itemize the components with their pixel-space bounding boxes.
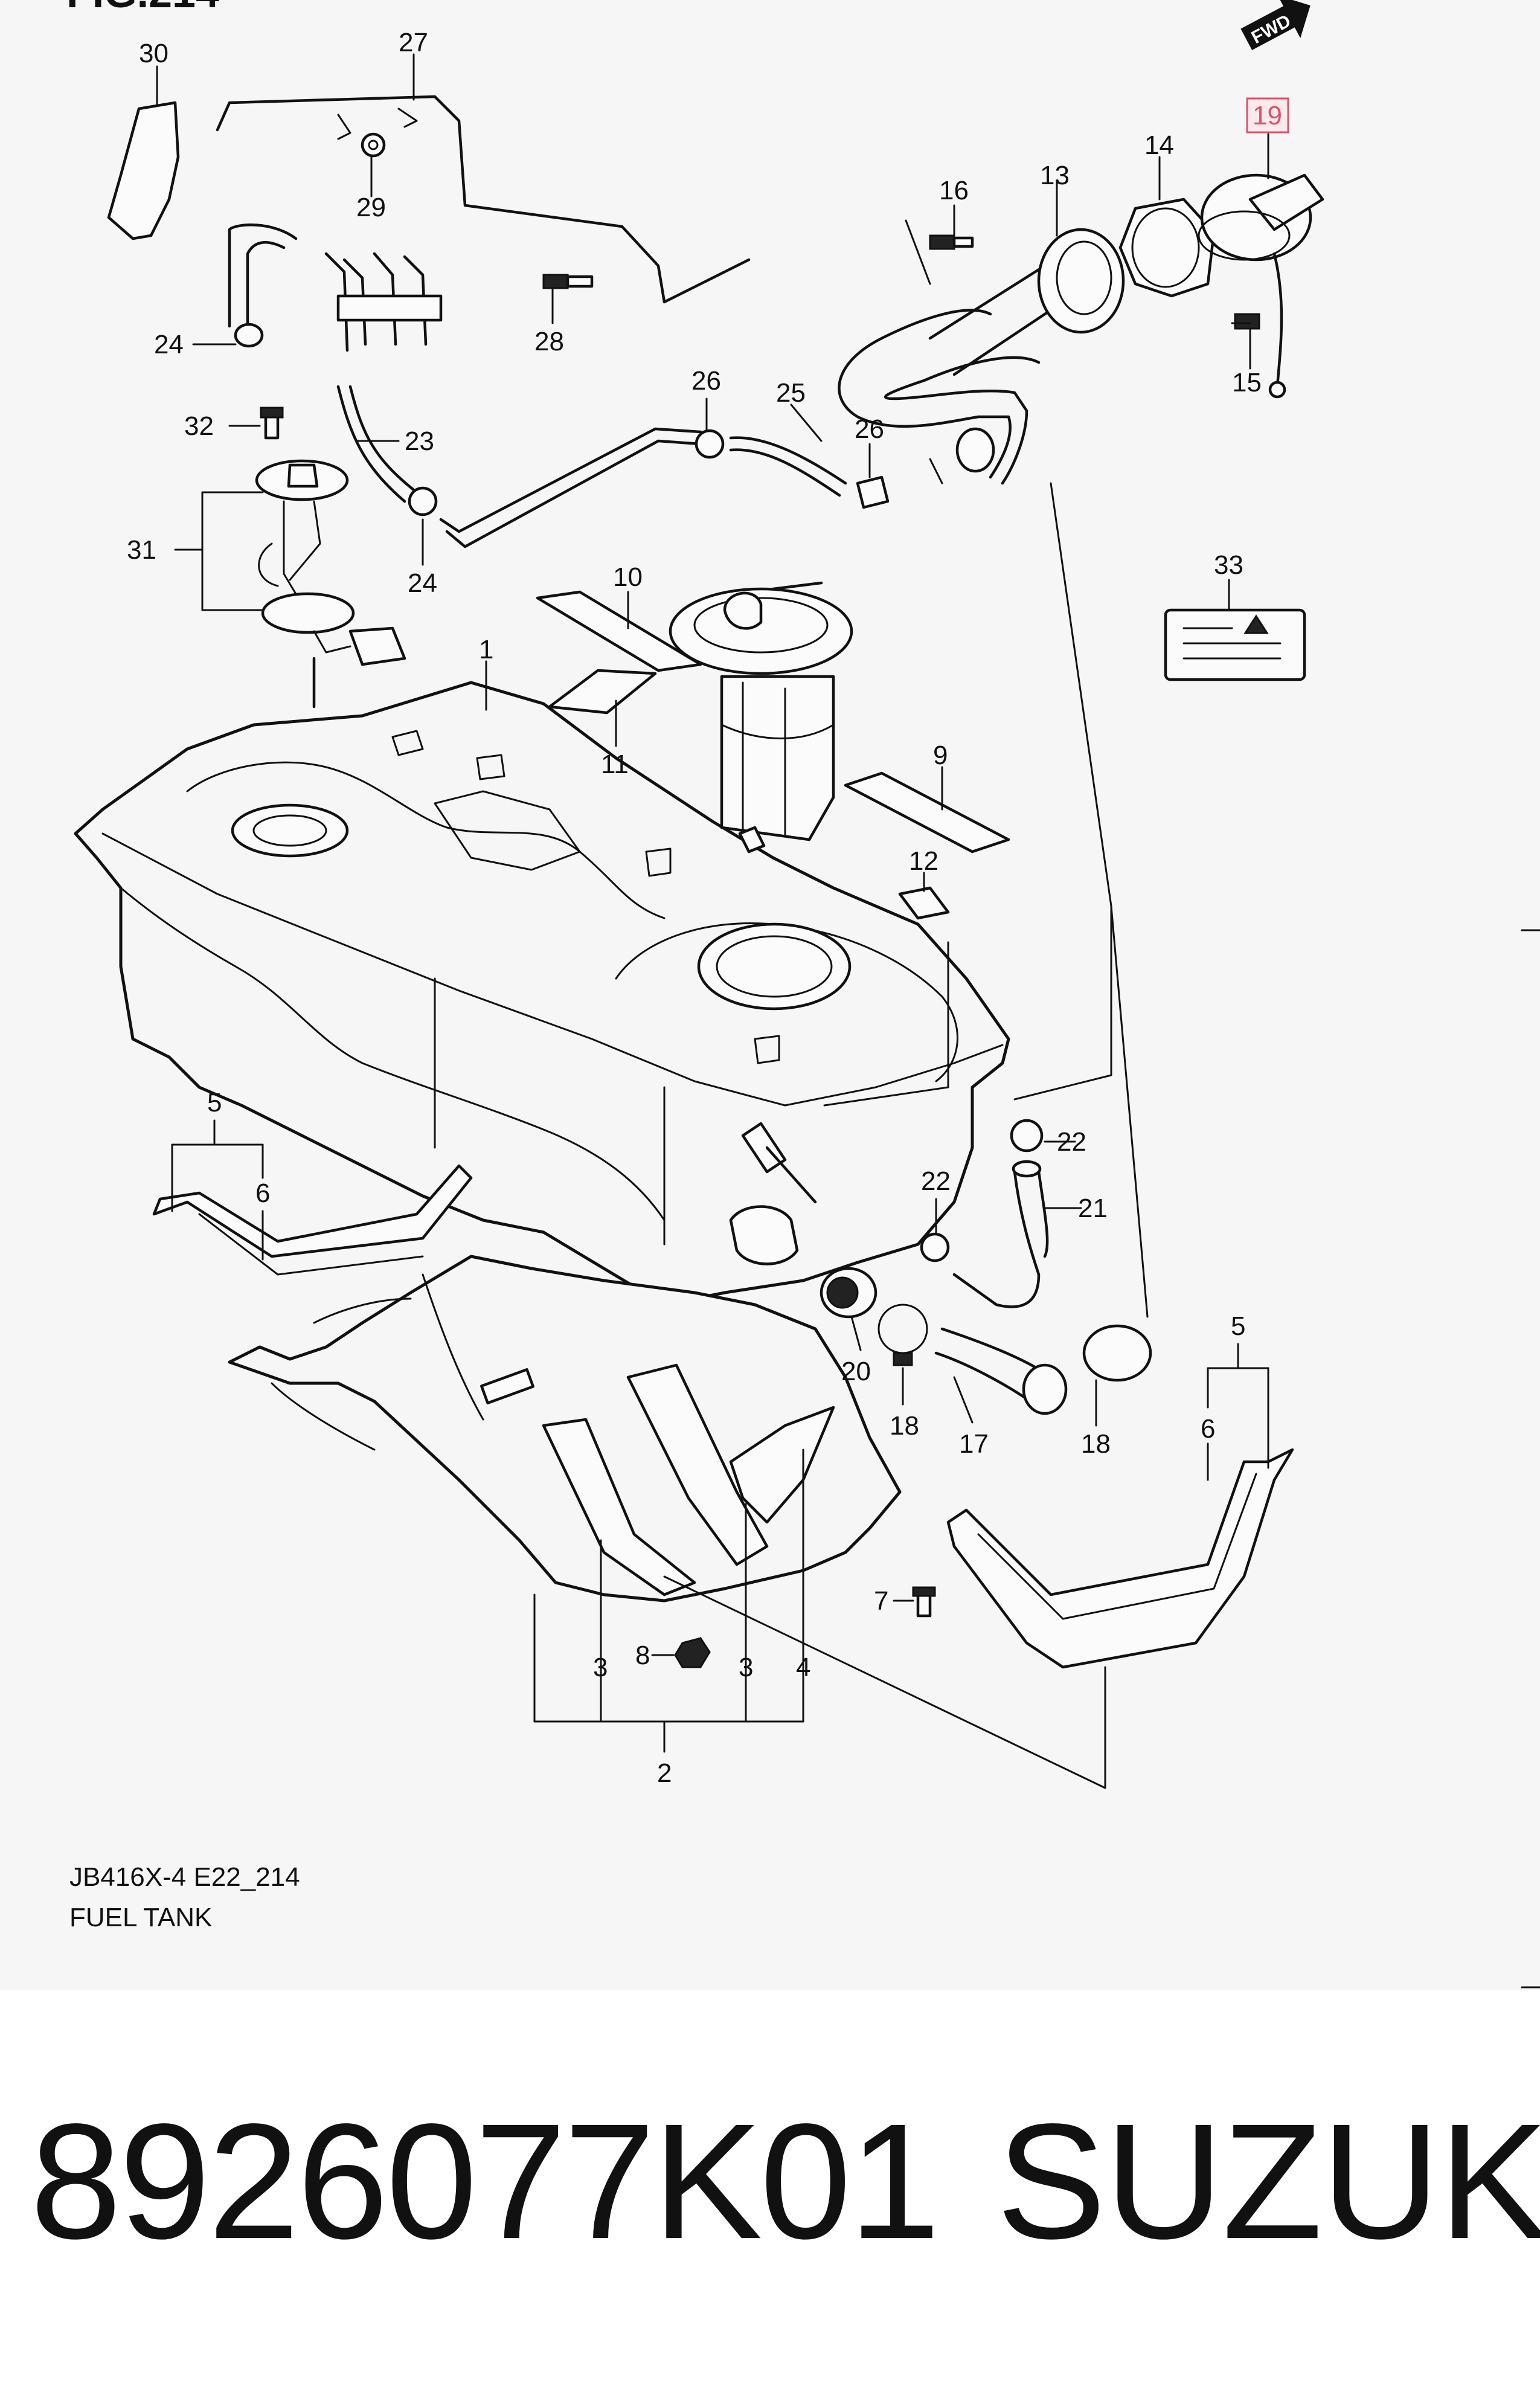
callout-31: 31 — [127, 535, 156, 565]
highlight-box-19 — [1246, 97, 1289, 133]
callout-8: 8 — [635, 1641, 650, 1670]
leader-lines — [156, 53, 1269, 1789]
callout-13: 13 — [1040, 161, 1070, 190]
bolt-7 — [912, 1586, 936, 1618]
evap-pipe-27 — [216, 95, 751, 304]
callout-4: 4 — [796, 1653, 810, 1682]
tank-protector-2 — [228, 1255, 902, 1603]
hose-24-upper — [228, 223, 298, 328]
callout-labels: 30 27 29 28 24 32 23 24 31 26 25 26 10 1… — [127, 28, 1289, 1788]
brand-name: SUZUKI — [996, 2089, 1540, 2273]
callout-24-upper: 24 — [154, 330, 184, 359]
bolt-32 — [260, 407, 284, 440]
callout-5-right: 5 — [1231, 1311, 1245, 1341]
callout-9: 9 — [933, 741, 948, 770]
clamp-22 — [920, 1119, 1044, 1262]
part-number: 8926077K01 — [30, 2089, 940, 2273]
callout-18-right: 18 — [1081, 1429, 1111, 1459]
pad-12 — [898, 886, 950, 920]
fuel-pump-assembly — [669, 581, 853, 854]
callout-1: 1 — [479, 635, 493, 664]
nut-29 — [361, 132, 386, 158]
callout-12: 12 — [909, 846, 938, 876]
pad-10 — [536, 590, 702, 672]
caution-label-33 — [1164, 608, 1306, 681]
callout-19: 19 — [1253, 101, 1282, 130]
hose-21 — [952, 1170, 1049, 1308]
callout-22-lower: 22 — [921, 1166, 951, 1196]
callout-22-upper: 22 — [1057, 1127, 1086, 1157]
heat-shield-30 — [107, 101, 180, 240]
tank-strap-left — [152, 1164, 473, 1276]
callout-32: 32 — [184, 411, 214, 441]
screw-15 — [1234, 313, 1260, 330]
callout-10: 10 — [613, 562, 643, 592]
callout-6-right: 6 — [1201, 1414, 1215, 1444]
callout-29: 29 — [356, 193, 386, 222]
callout-16: 16 — [939, 176, 969, 205]
callout-17: 17 — [959, 1429, 989, 1459]
tank-strap-right — [946, 1448, 1294, 1669]
callout-11: 11 — [601, 750, 629, 779]
callout-23: 23 — [405, 426, 434, 456]
callout-21: 21 — [1078, 1194, 1108, 1223]
hose-25 — [729, 436, 847, 497]
callout-3-right: 3 — [739, 1653, 753, 1682]
screw-16 — [929, 234, 974, 250]
pad-9 — [844, 771, 1010, 854]
pad-11 — [548, 669, 657, 715]
callout-33: 33 — [1214, 550, 1243, 580]
callout-2: 2 — [657, 1758, 672, 1788]
screw-28 — [542, 274, 594, 289]
filler-ring-14 — [1118, 198, 1216, 298]
fwd-arrow-icon: FWD — [1240, 0, 1311, 50]
callout-15: 15 — [1232, 368, 1262, 397]
diagram-name: FUEL TANK — [69, 1903, 213, 1932]
figure-title: FIG.214 — [66, 0, 219, 16]
callout-30: 30 — [139, 39, 168, 68]
callout-7: 7 — [874, 1586, 888, 1616]
clamp-20 — [820, 1267, 877, 1319]
fuel-level-sender — [255, 459, 406, 709]
diagram-code: JB416X-4 E22_214 — [69, 1862, 300, 1892]
callout-20: 20 — [841, 1357, 871, 1386]
callout-26-right: 26 — [855, 414, 884, 444]
diagram-panel: FIG.214 FWD — [66, 0, 1540, 1989]
callout-5-left: 5 — [207, 1088, 222, 1117]
fuel-tank — [74, 681, 1010, 1307]
fuel-cap-19 — [1198, 173, 1324, 399]
callout-3-left: 3 — [593, 1653, 608, 1682]
callout-18-left: 18 — [890, 1411, 919, 1441]
callout-28: 28 — [534, 327, 564, 356]
fuel-tank-exploded-diagram: FIG.214 FWD — [66, 0, 1540, 1989]
filler-neck-assembly — [838, 228, 1125, 485]
callout-26-left: 26 — [691, 366, 721, 396]
callout-24-lower: 24 — [408, 568, 437, 598]
callout-27: 27 — [399, 28, 428, 57]
callout-6-left: 6 — [255, 1178, 270, 1208]
clamp-18-left — [877, 1304, 928, 1366]
callout-14: 14 — [1144, 130, 1174, 160]
hose-23 — [336, 385, 419, 503]
callout-25: 25 — [776, 378, 806, 408]
nut-8 — [674, 1637, 711, 1668]
